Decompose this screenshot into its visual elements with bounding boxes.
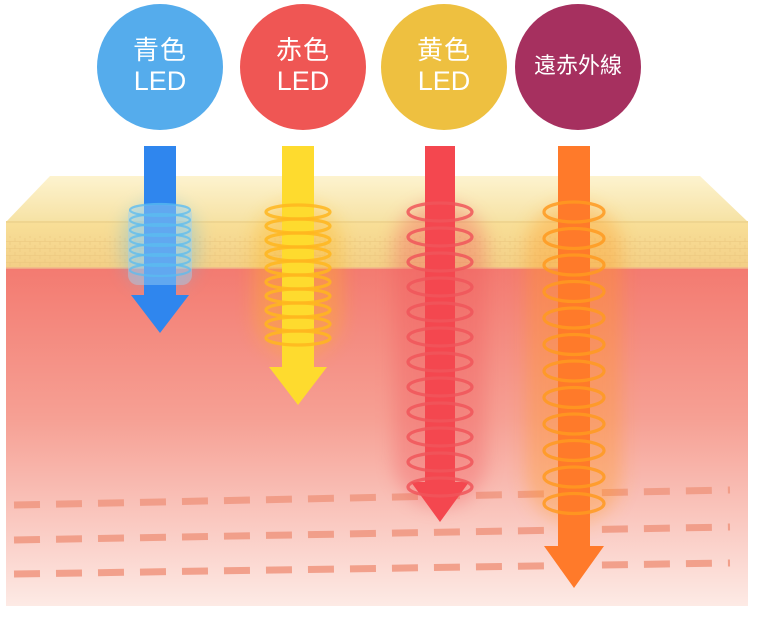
ripple-ring [406,376,474,398]
blue-led-arrow [131,146,189,333]
ripple-ring [406,401,474,423]
far-infrared-label: 遠赤外線 [533,54,622,80]
yellow-led-label-line2: LED [417,66,471,97]
ripple-ring [128,222,192,238]
blue-led-label-line2: LED [133,66,187,97]
ripple-ring [542,438,606,463]
subcutaneous-dash-line [13,523,731,544]
ripple-ring [542,279,606,304]
ripple-ring [128,202,192,218]
ripple-ring [128,242,192,258]
ripple-ring [542,465,606,489]
far-infrared-arrow-group [526,146,622,588]
epidermis-cells [6,236,748,266]
ripple-ring [542,359,606,383]
ripple-ring [128,252,192,268]
blue-led-badge: 青色 LED [97,4,223,130]
ripple-ring [128,262,192,278]
red-led-label-line1: 赤色 [275,35,330,66]
ripple-ring [128,212,192,228]
ripple-ring [406,226,474,248]
ripple-ring [406,276,474,298]
ripple-ring [264,329,332,347]
red-led-label-line2: LED [276,66,330,97]
ripple-ring [542,412,606,436]
ripple-ring [406,351,474,373]
ripple-ring [406,476,474,498]
yellow-led-arrow-group [394,146,486,522]
ripple-ring [406,451,474,473]
ripple-ring [542,226,606,251]
ripple-ring [406,326,474,348]
dermis-layer [6,266,748,606]
red-led-badge: 赤色 LED [240,4,366,130]
ripple-ring [542,253,606,277]
red-led-arrow-group [254,146,342,405]
far-infrared-badge: 遠赤外線 [515,4,641,130]
ripple-ring [542,332,606,357]
ripple-ring [406,201,474,223]
skin-surface [6,176,748,222]
blue-led-label-line1: 青色 [132,35,187,66]
blue-led-arrow-group [122,146,198,333]
yellow-led-badge: 黄色 LED [381,4,507,130]
ripple-ring [542,491,606,516]
ripple-ring [406,301,474,323]
ripple-ring [406,251,474,273]
ripple-ring [542,306,606,330]
ripple-ring [542,385,606,410]
subcutaneous-dash-line [13,559,731,578]
ripple-ring [406,426,474,448]
ripple-ring [128,232,192,248]
yellow-led-label-line1: 黄色 [416,35,471,66]
ripple-ring [542,200,606,224]
